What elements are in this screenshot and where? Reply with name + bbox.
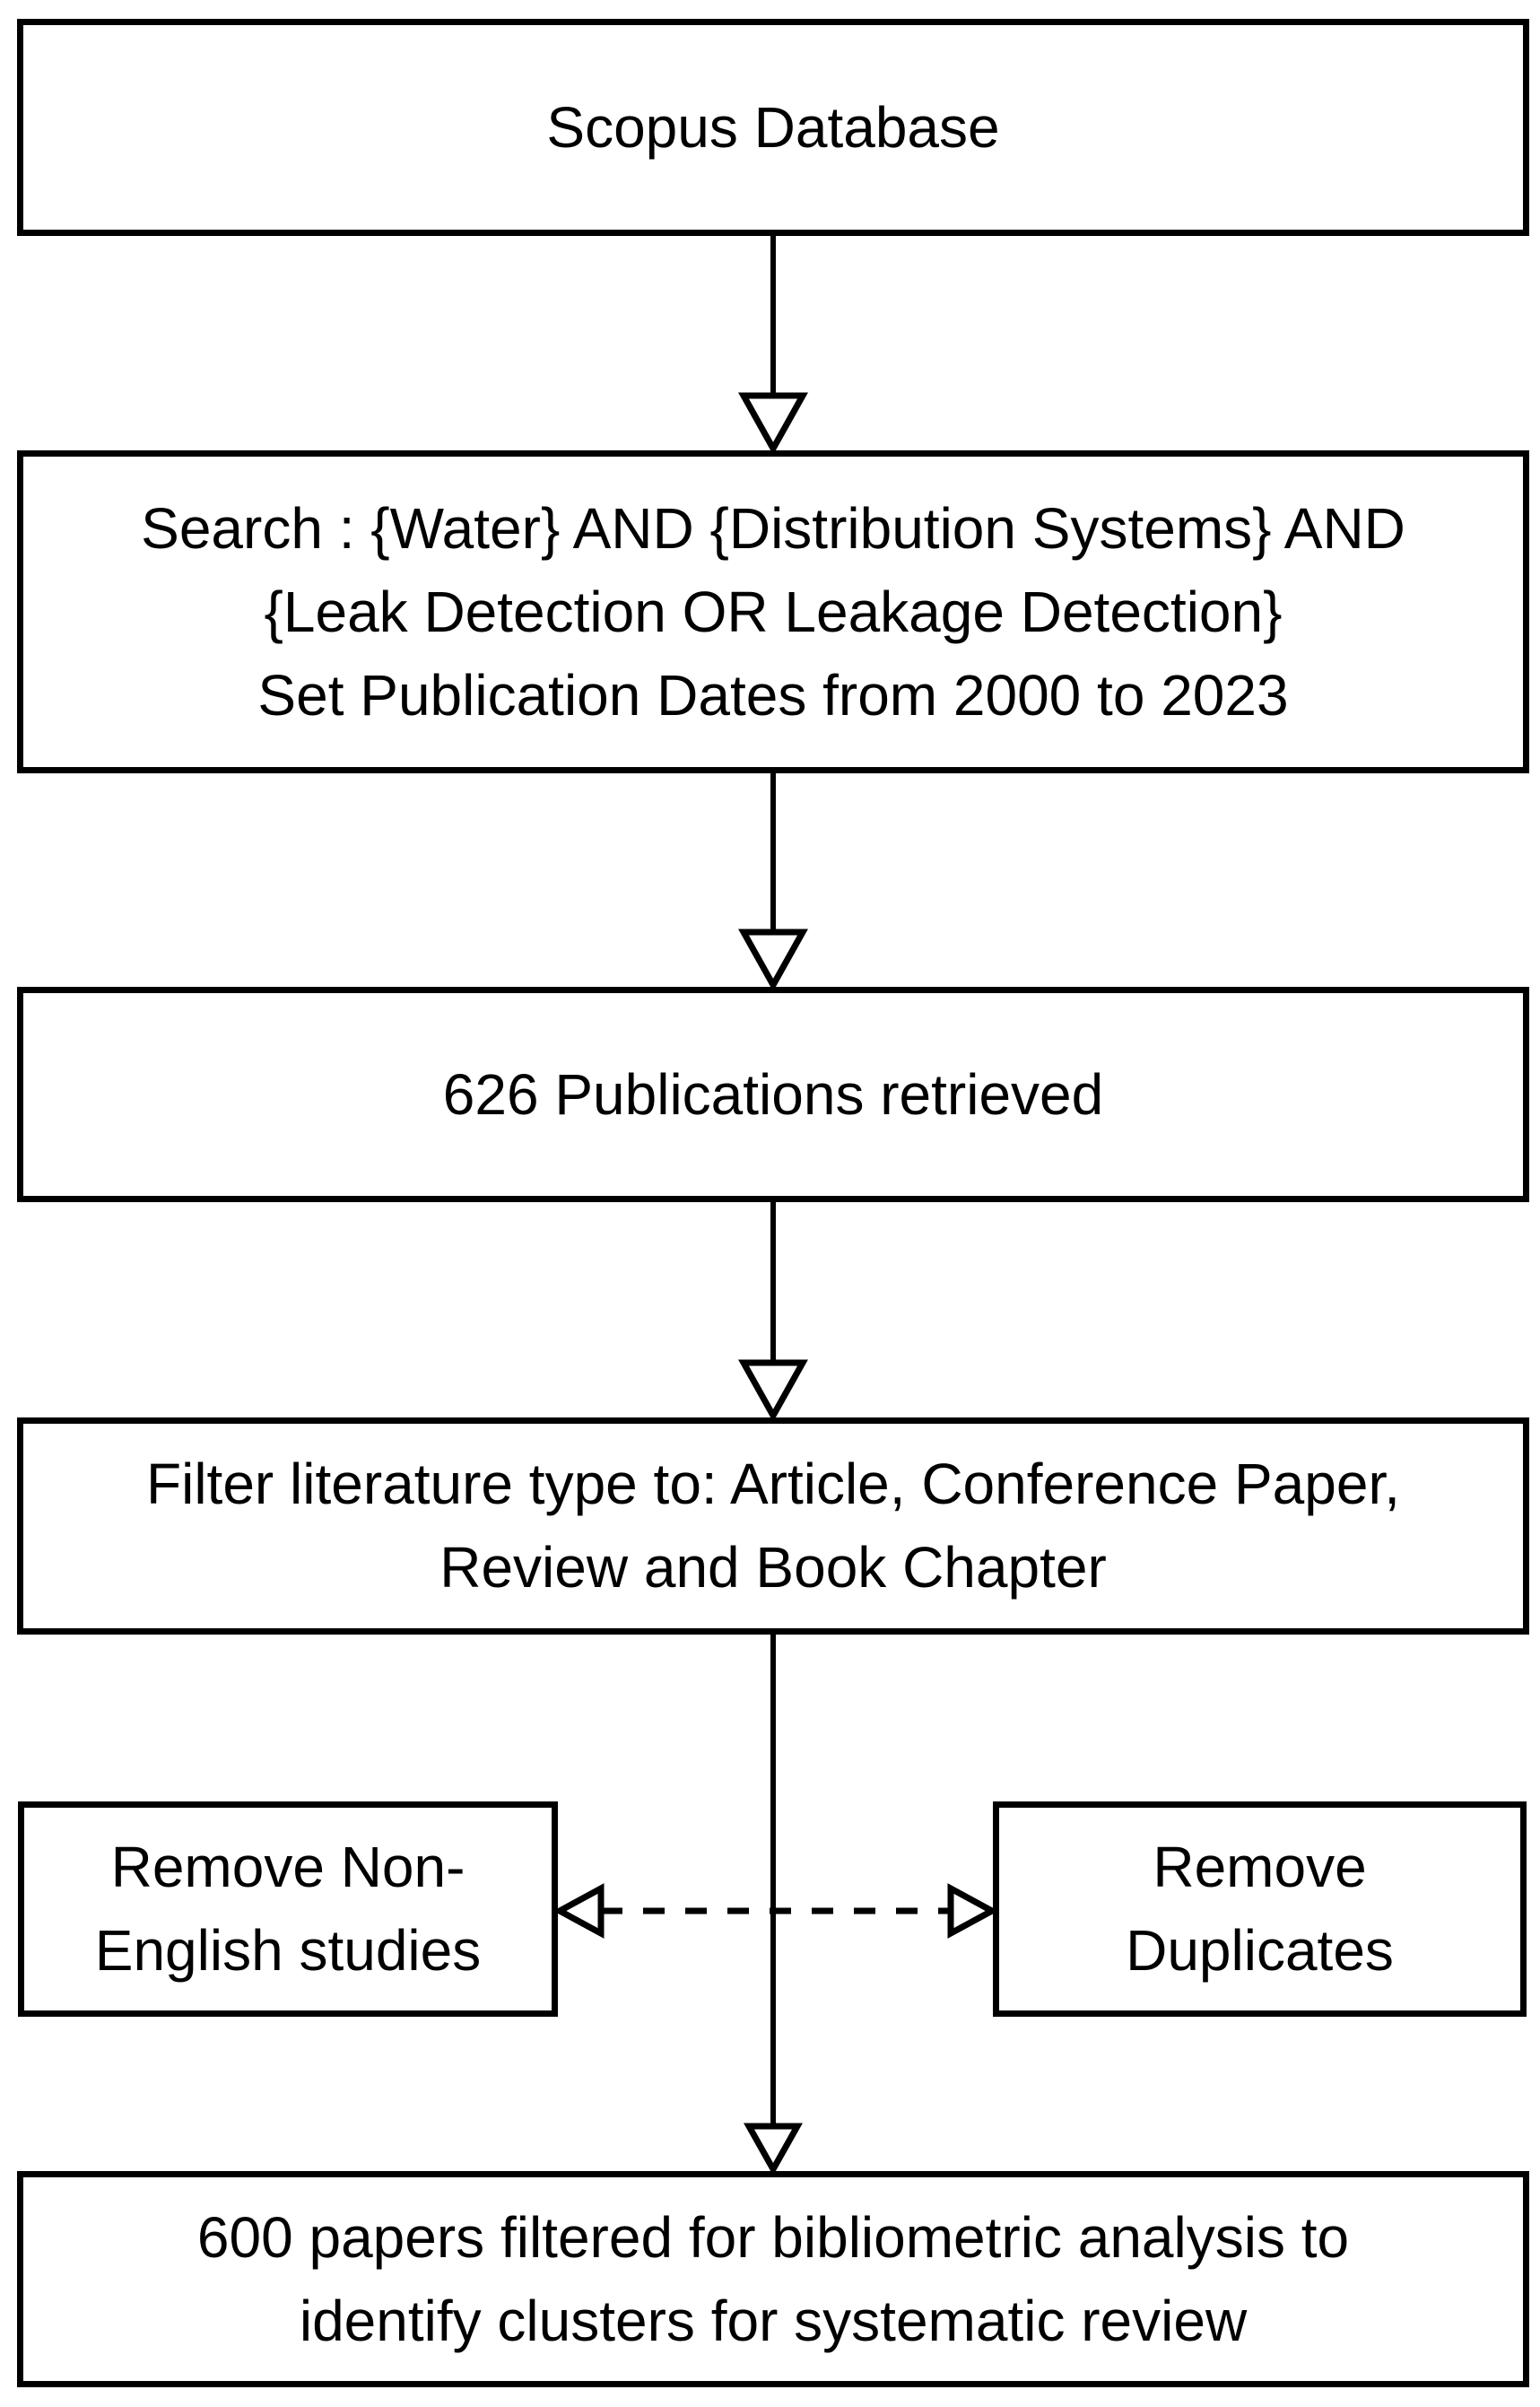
search-query-line-3: Set Publication Dates from 2000 to 2023 — [257, 662, 1289, 728]
arrowhead-right-duplicates-icon — [947, 1883, 999, 1939]
search-query-line-1: Search : {Water} AND {Distribution Syste… — [141, 495, 1405, 561]
search-query-line-2: {Leak Detection OR Leakage Detection} — [264, 579, 1283, 644]
remove-non-english-line-2: English studies — [94, 1918, 482, 1983]
filter-literature-type-box: Filter literature type to: Article, Conf… — [17, 1417, 1529, 1635]
remove-duplicates-line-1: Remove — [1153, 1835, 1367, 1899]
publications-retrieved-label: 626 Publications retrieved — [442, 1061, 1104, 1127]
final-papers-line-1: 600 papers filtered for bibliometric ana… — [196, 2204, 1350, 2270]
remove-duplicates-line-2: Duplicates — [1126, 1918, 1394, 1983]
final-papers-line-2: identify clusters for systematic review — [299, 2288, 1248, 2353]
arrowhead-left-non-english-icon — [552, 1883, 605, 1939]
arrowhead-filter-to-final-icon — [744, 2123, 803, 2176]
scopus-database-box: Scopus Database — [17, 19, 1529, 236]
remove-non-english-box: Remove Non- English studies — [18, 1801, 558, 2017]
remove-duplicates-box: Remove Duplicates — [993, 1801, 1527, 2017]
arrowhead-search-to-retrieved-icon — [738, 929, 808, 992]
arrowhead-retrieved-to-filter-icon — [738, 1359, 808, 1423]
search-query-box: Search : {Water} AND {Distribution Syste… — [17, 450, 1529, 773]
publications-retrieved-box: 626 Publications retrieved — [17, 987, 1529, 1202]
arrowhead-scopus-to-search-icon — [738, 392, 808, 456]
filter-literature-line-2: Review and Book Chapter — [439, 1535, 1107, 1600]
filter-literature-line-1: Filter literature type to: Article, Conf… — [146, 1452, 1400, 1516]
scopus-database-label: Scopus Database — [546, 94, 1000, 160]
remove-non-english-line-1: Remove Non- — [110, 1835, 465, 1899]
final-papers-box: 600 papers filtered for bibliometric ana… — [17, 2171, 1529, 2387]
